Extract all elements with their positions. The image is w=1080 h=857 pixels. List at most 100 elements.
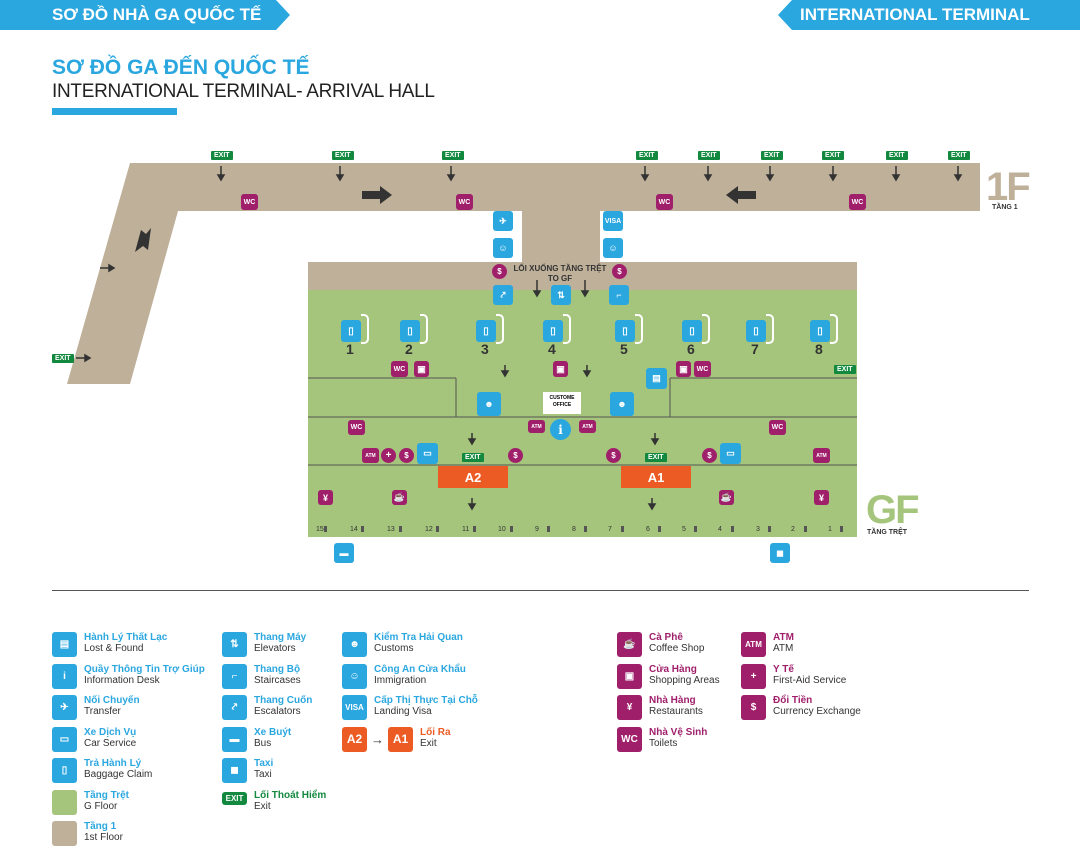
wc-icon: WC	[391, 361, 408, 377]
stand-number: 15	[316, 526, 324, 533]
exit-sign-icon: EXIT	[222, 791, 247, 805]
first-aid-icon: +	[381, 448, 396, 463]
luggage-icon: ▯	[52, 758, 77, 783]
luggage-icon: ▯	[615, 320, 635, 342]
floor1-connector	[522, 211, 600, 263]
info-icon: i	[550, 419, 571, 440]
exit-sign: EXIT	[462, 453, 484, 462]
wc-icon: WC	[617, 726, 642, 752]
currency-icon: $	[399, 448, 414, 463]
legend-label-vi: Tầng Trệt	[84, 789, 130, 801]
stand-number: 5	[682, 526, 686, 533]
taxi-icon: ◼	[770, 543, 790, 563]
legend-label-vi: Thang Cuốn	[254, 695, 313, 706]
legend-label-vi: Cà Phê	[649, 632, 683, 643]
header-left-title: SƠ ĐỒ NHÀ GA QUỐC TẾ	[52, 5, 262, 24]
legend-label-vi: Quầy Thông Tin Trợ Giúp	[84, 663, 205, 675]
coffee-icon: ☕	[617, 632, 642, 657]
legend-label-en: Exit	[254, 800, 271, 812]
gate-a2[interactable]: A2	[438, 466, 508, 488]
stand-number: 7	[608, 526, 612, 533]
luggage-icon: ▯	[341, 320, 361, 342]
customs-office-line1: CUSTOME	[549, 395, 575, 401]
restaurant-icon: ¥	[617, 695, 642, 720]
car-icon: ▭	[52, 726, 77, 752]
legend-label-vi: Đổi Tiền	[773, 695, 813, 706]
legend-label-en: 1st Floor	[84, 832, 123, 843]
coffee-icon: ☕	[719, 490, 734, 505]
atm-icon: ATM	[579, 420, 596, 433]
stand-number: 14	[350, 526, 358, 533]
exit-sign: EXIT	[698, 151, 720, 160]
exit-sign: EXIT	[52, 354, 74, 363]
legend-label-en: Immigration	[374, 674, 427, 686]
header-left-banner: SƠ ĐỒ NHÀ GA QUỐC TẾ	[0, 0, 290, 30]
luggage-icon: ▯	[543, 320, 563, 342]
page-subtitle: INTERNATIONAL TERMINAL- ARRIVAL HALL	[52, 81, 435, 102]
legend-label-vi: Thang Bộ	[254, 663, 301, 675]
luggage-icon: ▯	[476, 320, 496, 342]
atm-icon: ATM	[813, 448, 830, 463]
restaurant-icon: ¥	[814, 490, 829, 505]
legend-label-en: Landing Visa	[374, 706, 432, 717]
green-swatch	[52, 789, 77, 815]
escalator-icon: ⤤	[493, 285, 513, 305]
currency-icon: $	[508, 448, 523, 463]
groundfloor-label: GF	[866, 488, 920, 532]
exit-sign: EXIT	[834, 365, 856, 374]
restaurant-icon: ¥	[318, 490, 333, 505]
stand-number: 13	[387, 526, 395, 533]
exit-sign: EXIT	[442, 151, 464, 160]
stand-number: 3	[756, 526, 760, 533]
exit-sign: EXIT	[886, 151, 908, 160]
legend-label-vi: Nhà Vệ Sinh	[649, 726, 708, 738]
map-floor-shapes	[67, 163, 980, 537]
gift-icon: ▣	[414, 361, 429, 377]
customs-office-line2: OFFICE	[552, 402, 572, 408]
baggage-carousel	[420, 314, 428, 344]
luggage-icon: ▯	[682, 320, 702, 342]
legend-label-vi: Lối Ra	[420, 726, 451, 738]
legend-label-en: G Floor	[84, 800, 118, 812]
stand-number: 2	[791, 526, 795, 533]
legend-label-en: Restaurants	[649, 706, 703, 717]
legend-label-en: Escalators	[254, 706, 301, 717]
legend-label-en: Coffee Shop	[649, 643, 705, 654]
immigration-icon: ☺	[493, 238, 513, 258]
exit-sign: EXIT	[645, 453, 667, 462]
exit-sign: EXIT	[761, 151, 783, 160]
legend-label-vi: Nhà Hàng	[649, 695, 696, 706]
page-title: SƠ ĐỒ GA ĐẾN QUỐC TẾ	[52, 56, 310, 79]
baggage-carousel	[635, 314, 643, 344]
exit-sign: EXIT	[332, 151, 354, 160]
groundfloor-area	[308, 290, 857, 537]
transfer-plane-icon: ✈	[493, 211, 513, 231]
gate-a1[interactable]: A1	[621, 466, 691, 488]
stairs-down-vi: LỐI XUỐNG TẦNG TRỆT	[513, 264, 607, 273]
wc-icon: WC	[456, 194, 473, 210]
baggage-belt-number: 5	[620, 341, 628, 357]
baggage-belt-number: 7	[751, 341, 759, 357]
customs-icon: ☻	[610, 392, 634, 416]
currency-icon: $	[492, 264, 507, 279]
wc-icon: WC	[769, 420, 786, 435]
baggage-carousel	[496, 314, 504, 344]
stairs-down-en: TO GF	[547, 274, 573, 283]
floor1-label: 1F	[986, 165, 1031, 209]
atm-icon: ATM	[362, 448, 379, 463]
elevator-icon: ⇅	[551, 285, 571, 305]
baggage-carousel	[563, 314, 571, 344]
legend-label-vi: Xe Buýt	[254, 726, 292, 738]
info-icon: i	[52, 663, 77, 689]
